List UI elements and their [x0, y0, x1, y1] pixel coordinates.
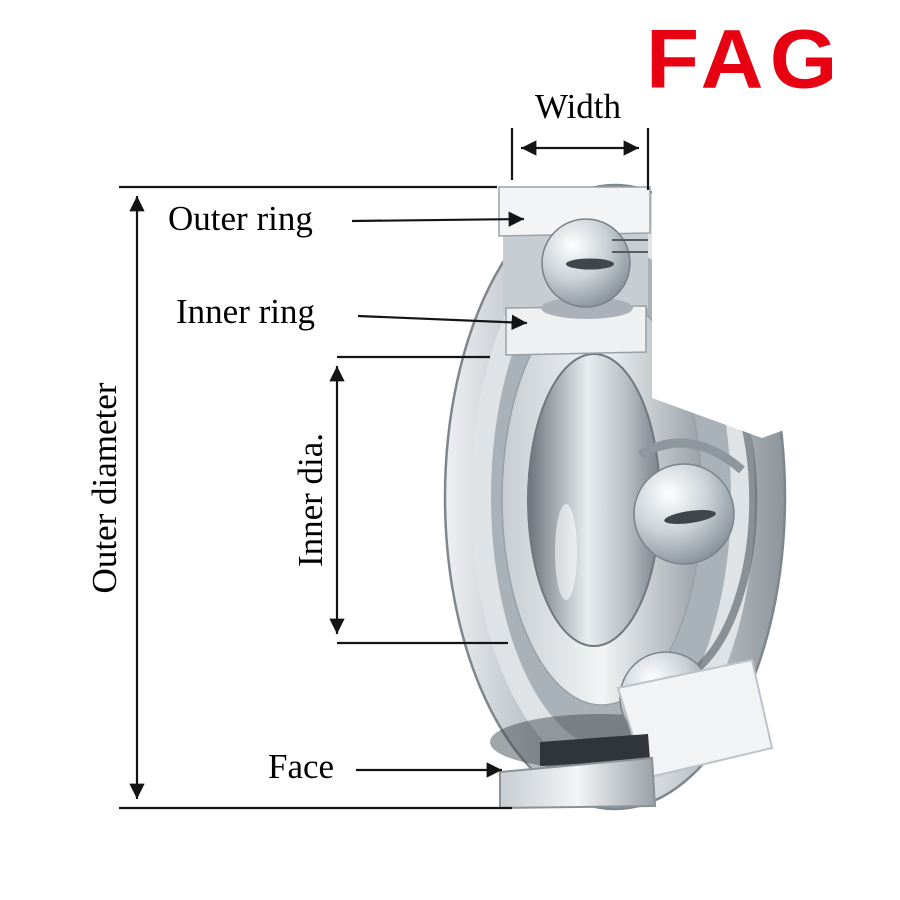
inner-ring-groove	[541, 297, 633, 319]
bearing-illustration	[443, 90, 900, 811]
inner-ring-leader	[357, 314, 528, 331]
bottom-gap	[540, 734, 650, 766]
ball-top-slot	[566, 258, 614, 270]
bore-highlight	[555, 504, 577, 600]
inner-ring-label: Inner ring	[176, 292, 315, 331]
width-label: Width	[534, 87, 622, 126]
fag-logo: FAG	[646, 13, 844, 106]
face-label: Face	[268, 747, 335, 786]
outer-ring-bottom-section	[499, 756, 657, 810]
dimension-annotations	[119, 128, 650, 810]
outer-ring-label: Outer ring	[168, 199, 313, 238]
inner-dia-label: Inner dia.	[291, 432, 330, 568]
outer-ring-leader	[351, 211, 525, 227]
ball-middle-slot	[664, 510, 716, 524]
outer-diameter-label: Outer diameter	[85, 382, 124, 594]
cage-band	[637, 438, 745, 474]
cutaway-mask	[652, 90, 900, 438]
